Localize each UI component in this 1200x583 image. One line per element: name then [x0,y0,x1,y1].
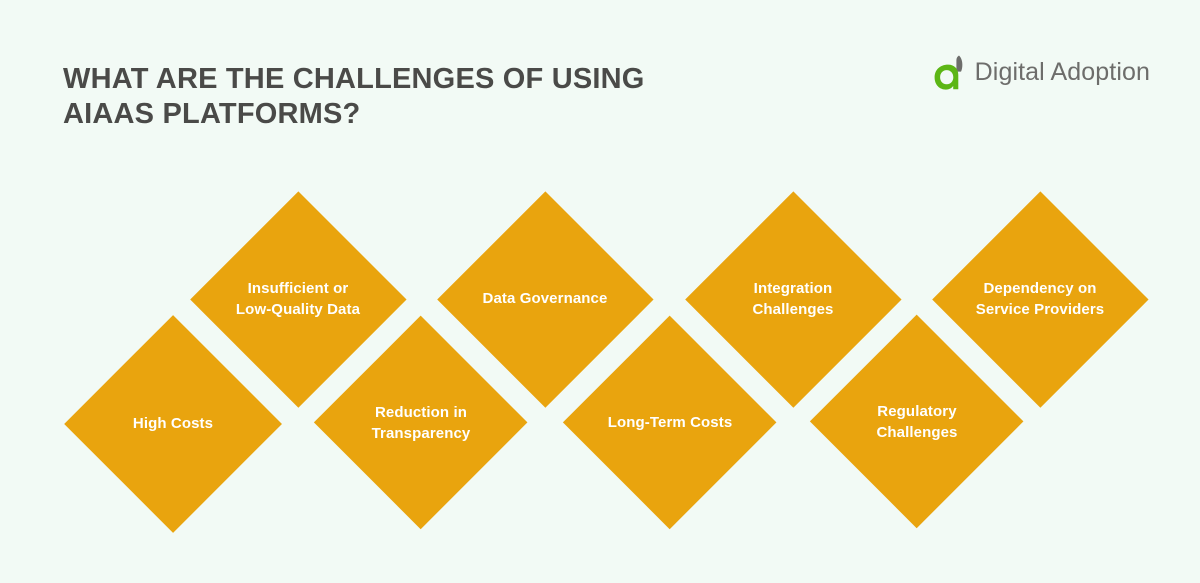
diamond-node[interactable]: Long-Term Costs [562,315,777,530]
diamond-node[interactable]: Integration Challenges [684,190,901,407]
diamond-node[interactable]: Insufficient or Low-Quality Data [189,190,406,407]
diamond-label: Integration Challenges [752,279,834,318]
diamond-label: Insufficient or Low-Quality Data [235,279,361,318]
diamond-node[interactable]: Dependency on Service Providers [931,190,1148,407]
diamond-node[interactable]: High Costs [63,314,282,533]
diamond-label: Dependency on Service Providers [975,279,1105,318]
diamond-label: Reduction in Transparency [371,403,471,442]
diamond-node[interactable]: Regulatory Challenges [809,314,1024,529]
diamond-node[interactable]: Reduction in Transparency [313,315,528,530]
diamond-label: High Costs [132,415,214,433]
diamond-label: Data Governance [482,290,608,308]
diamond-label: Regulatory Challenges [876,402,958,441]
digital-adoption-logo-icon [934,55,963,90]
brand-name: Digital Adoption [974,58,1150,86]
brand-logo: Digital Adoption [934,52,1150,92]
page-title: WHAT ARE THE CHALLENGES OF USING AIAAS P… [63,63,645,130]
diamond-node[interactable]: Data Governance [436,190,653,407]
diamond-label: Long-Term Costs [607,414,733,432]
